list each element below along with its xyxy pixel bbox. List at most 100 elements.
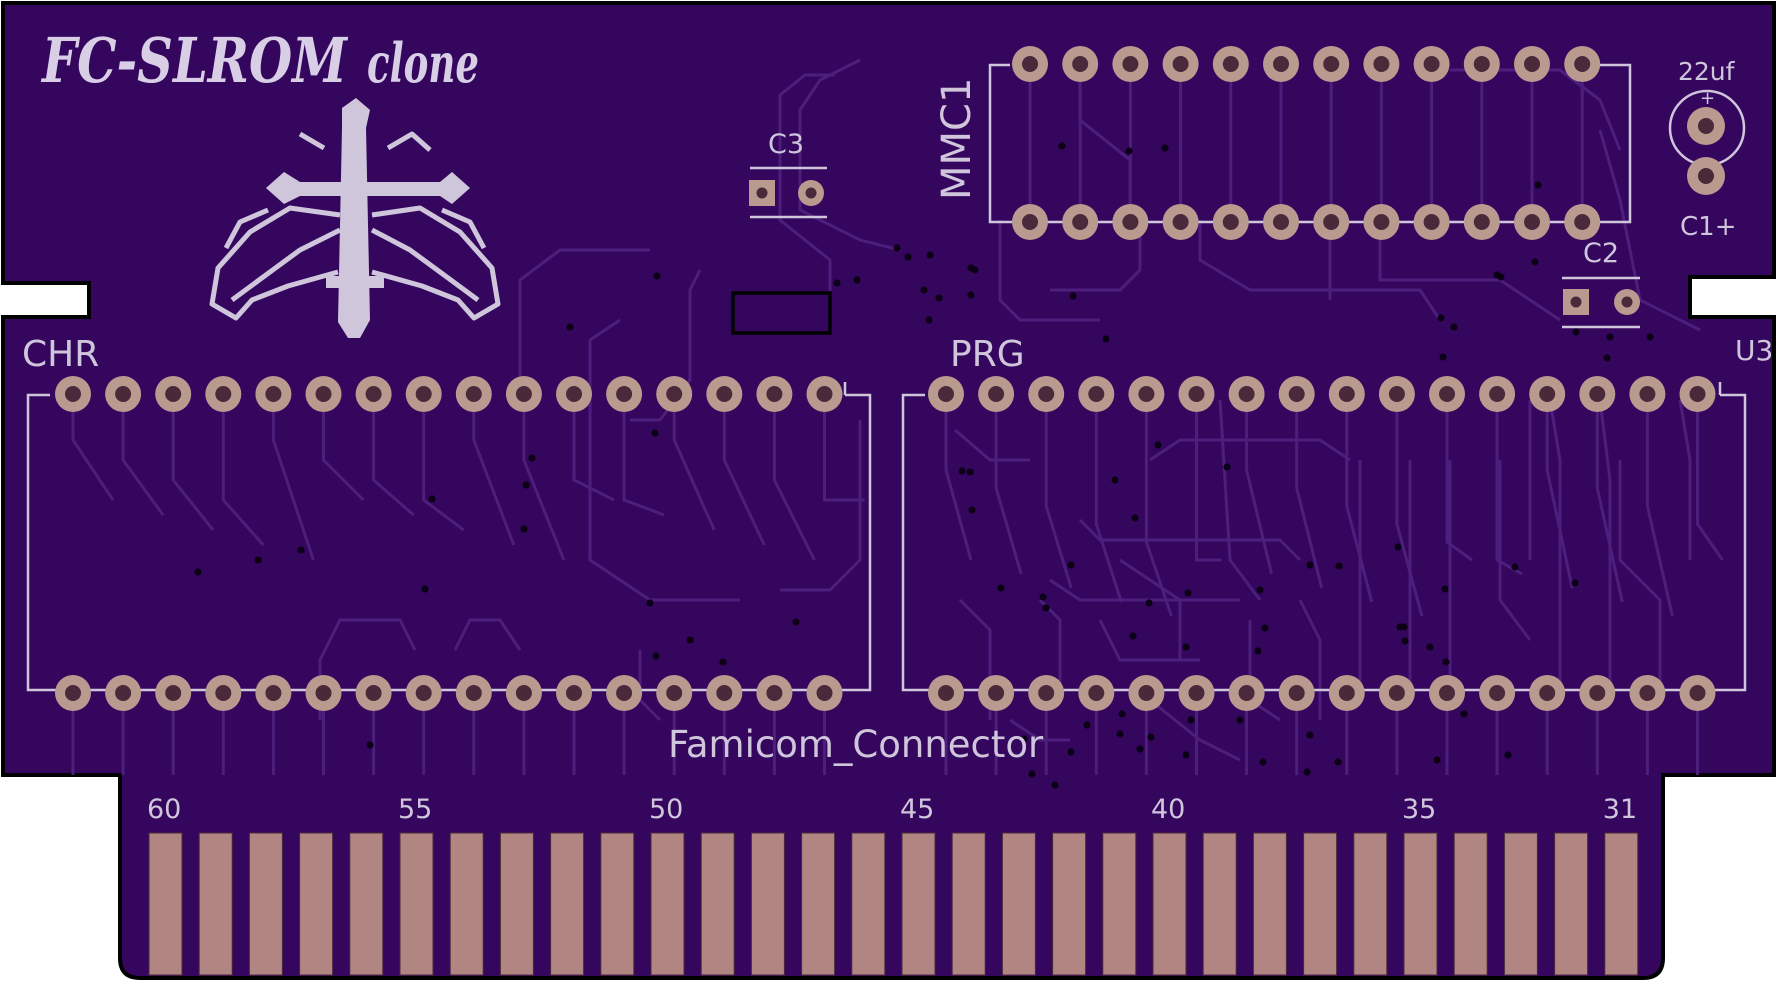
vias xyxy=(194,142,1654,789)
via xyxy=(1129,632,1137,640)
edge-finger xyxy=(801,832,836,976)
finger-number-label: 31 xyxy=(1603,794,1637,825)
prg-pin xyxy=(1228,376,1265,412)
via xyxy=(1426,643,1434,651)
via xyxy=(1067,561,1075,569)
finger-number-label: 35 xyxy=(1402,794,1436,825)
via xyxy=(1400,623,1408,631)
via xyxy=(528,454,536,462)
via xyxy=(1571,579,1579,587)
mmc1-pin xyxy=(1263,204,1299,240)
prg-pin xyxy=(978,675,1015,711)
via xyxy=(966,468,974,476)
trace xyxy=(372,410,415,517)
prg-pin xyxy=(928,675,964,711)
via xyxy=(833,279,841,287)
mmc1-pin xyxy=(1162,46,1199,82)
prg-pin xyxy=(1128,376,1165,412)
edge-finger xyxy=(1303,832,1338,976)
via xyxy=(652,652,660,660)
mmc1-pin xyxy=(1564,204,1601,240)
chr-label: CHR xyxy=(22,334,99,375)
via xyxy=(968,506,976,514)
trace xyxy=(1395,410,1424,617)
mmc1-pin xyxy=(1112,46,1149,82)
chr-pin xyxy=(55,376,91,412)
chr-pin xyxy=(505,376,542,412)
via xyxy=(194,568,202,576)
prg-pin xyxy=(1328,376,1365,412)
mmc1-pin xyxy=(1212,204,1249,240)
via xyxy=(1511,563,1519,571)
via xyxy=(1223,463,1231,471)
prg-pin xyxy=(1078,376,1115,412)
via xyxy=(1572,328,1580,336)
trace xyxy=(121,410,165,516)
via xyxy=(1442,658,1450,666)
mmc1-pin xyxy=(1263,46,1299,82)
via xyxy=(1256,586,1264,594)
mmc1-pin xyxy=(1363,46,1400,82)
via xyxy=(1441,585,1449,593)
prg-pin xyxy=(978,376,1015,412)
trace xyxy=(422,410,465,532)
logo: FC-SLROM clone xyxy=(40,24,501,338)
via xyxy=(1154,441,1162,449)
trace xyxy=(1545,410,1574,589)
mmc1-pin xyxy=(1012,204,1048,240)
edge-finger xyxy=(1353,832,1388,976)
edge-finger xyxy=(750,832,785,976)
via xyxy=(1534,181,1542,189)
via xyxy=(1306,731,1314,739)
chr-pin xyxy=(656,675,693,711)
cross-with-wings-icon xyxy=(266,98,470,338)
mmc1-pin xyxy=(1413,46,1450,82)
prg-pin xyxy=(1028,675,1065,711)
prg-pin xyxy=(1178,675,1215,711)
edge-finger xyxy=(1252,832,1287,976)
trace xyxy=(1345,410,1374,603)
trace xyxy=(1445,410,1473,562)
edge-finger xyxy=(650,832,685,976)
edge-finger xyxy=(1554,832,1589,976)
chr-pin xyxy=(756,675,793,711)
edge-finger xyxy=(1102,832,1137,976)
via xyxy=(1116,730,1124,738)
trace xyxy=(722,410,766,546)
via xyxy=(1069,292,1077,300)
via xyxy=(967,291,975,299)
via xyxy=(646,599,654,607)
via xyxy=(1433,756,1441,764)
via xyxy=(958,467,966,475)
chr-pin xyxy=(706,376,743,412)
edge-finger xyxy=(1001,832,1036,976)
chr-pin xyxy=(105,675,142,711)
via xyxy=(1042,604,1050,612)
connector-label: Famicom_Connector xyxy=(668,723,1044,766)
board-subtitle: clone xyxy=(367,31,479,95)
via xyxy=(653,272,661,280)
trace xyxy=(322,410,365,502)
chr-pin xyxy=(656,376,693,412)
prg-pin xyxy=(1579,675,1616,711)
via xyxy=(1187,716,1195,724)
via xyxy=(1254,647,1262,655)
edge-finger xyxy=(550,832,585,976)
mmc1-pin xyxy=(1062,204,1099,240)
finger-number-label: 50 xyxy=(649,794,683,825)
trace xyxy=(944,410,973,561)
via xyxy=(1303,768,1311,776)
chr-pin xyxy=(255,675,292,711)
via xyxy=(1161,144,1169,152)
prg-pin xyxy=(1629,675,1666,711)
via xyxy=(1184,589,1192,597)
mmc1-pads xyxy=(1012,46,1601,240)
trace xyxy=(1295,410,1324,589)
chr-pin xyxy=(155,376,192,412)
trace xyxy=(1044,410,1073,589)
via xyxy=(1306,561,1314,569)
chr-pin xyxy=(455,376,492,412)
via xyxy=(1102,335,1110,343)
chr-pin xyxy=(606,376,643,412)
